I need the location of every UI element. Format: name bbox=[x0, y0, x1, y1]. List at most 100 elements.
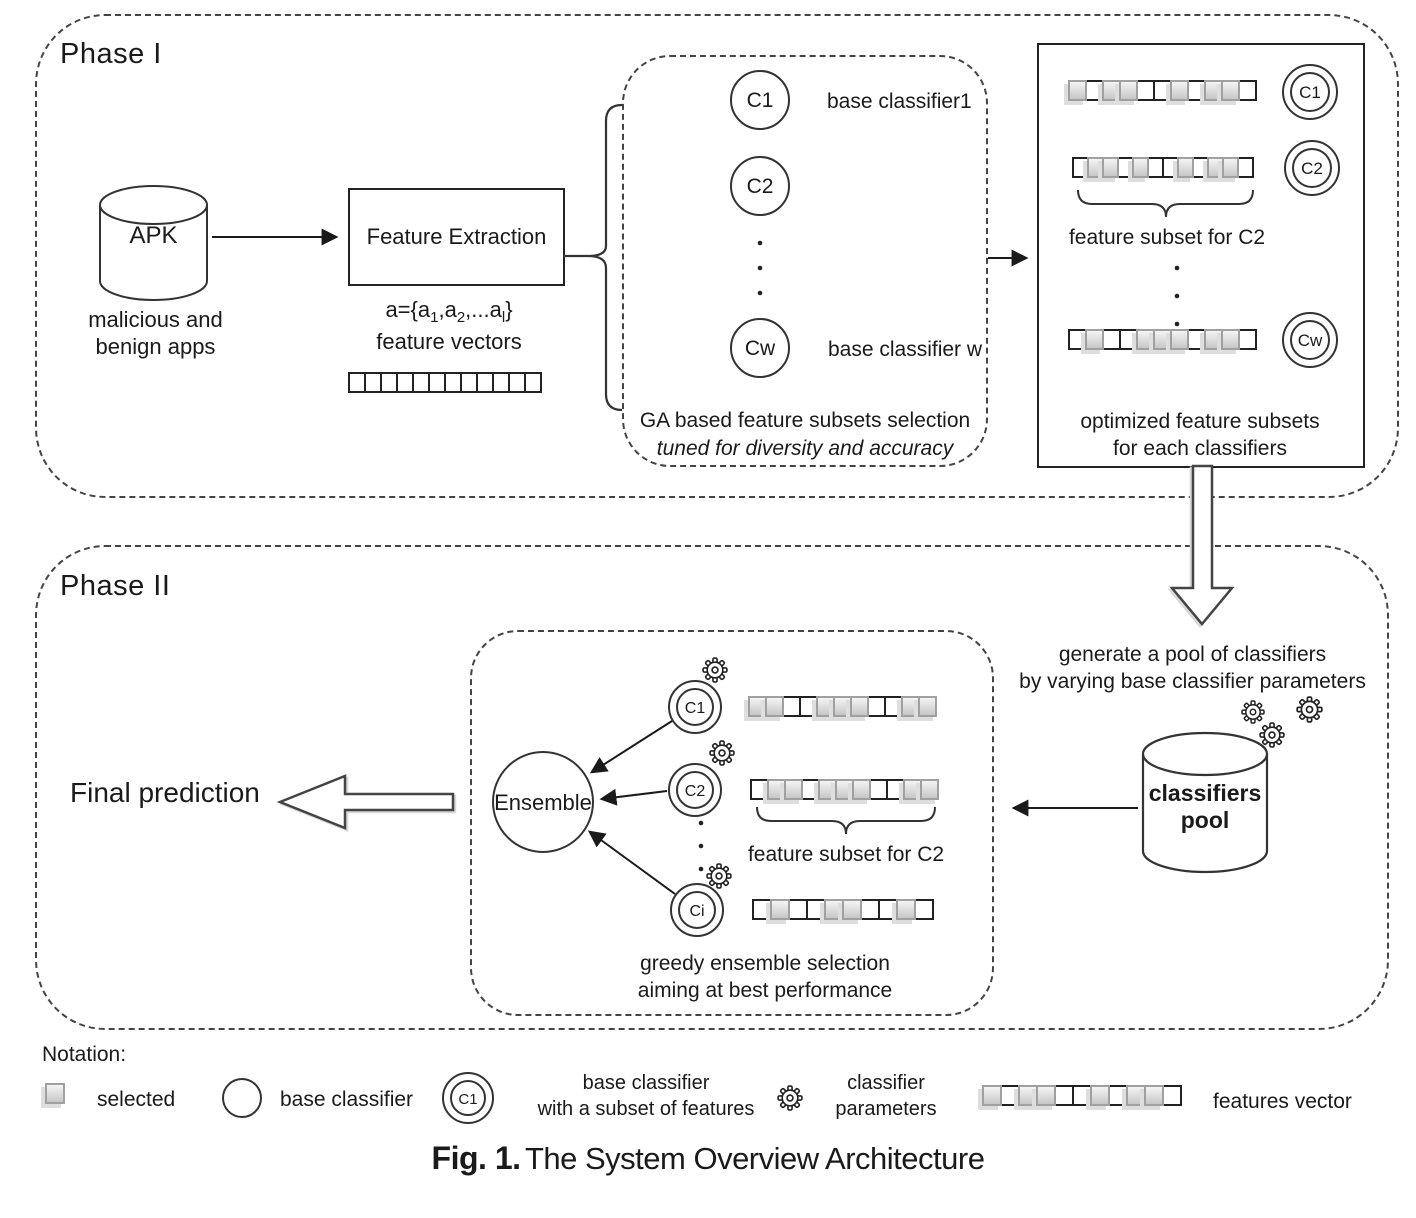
selected-feature-cell bbox=[1126, 1085, 1146, 1106]
pool-label-line1: classifiers bbox=[1149, 780, 1262, 806]
ga-vertical-ellipsis bbox=[757, 240, 763, 296]
feature-cell bbox=[1162, 1085, 1182, 1106]
feature-cell bbox=[1000, 1085, 1020, 1106]
subset-c2-brace-label: feature subset for C2 bbox=[1068, 226, 1266, 249]
selected-feature-cell bbox=[765, 696, 784, 717]
ga-cw-label: Cw bbox=[745, 337, 776, 360]
apk-caption: malicious and benign apps bbox=[58, 306, 253, 360]
ga-c1-label: C1 bbox=[747, 89, 774, 112]
phase1-box bbox=[35, 14, 1399, 498]
legend-params-label: classifier parameters bbox=[835, 1072, 937, 1120]
arrows-to-ensemble bbox=[587, 720, 676, 895]
feature-vector-formula: a={a1,a2,...al} bbox=[385, 297, 513, 326]
legend-subset-classifier-label: base classifier with a subset of feature… bbox=[537, 1072, 755, 1120]
selected-feature-cell bbox=[982, 1085, 1002, 1106]
figure-caption-title: The System Overview Architecture bbox=[524, 1141, 985, 1176]
feature-cell bbox=[1108, 1085, 1128, 1106]
selection-classifier-circles bbox=[668, 680, 724, 937]
legend-subset-classifier-circle bbox=[442, 1072, 494, 1124]
selected-feature-cell bbox=[45, 1083, 65, 1104]
selection-c1-label: C1 bbox=[685, 700, 706, 717]
ensemble-label: Ensemble bbox=[494, 790, 592, 815]
selected-feature-cell bbox=[1102, 157, 1119, 178]
apk-caption-line2: benign apps bbox=[95, 334, 216, 359]
legend-selected-square bbox=[45, 1083, 65, 1104]
selected-feature-cell bbox=[896, 899, 916, 920]
feature-extraction-box: Feature Extraction bbox=[348, 188, 565, 286]
feature-vector-subset-c2 bbox=[1072, 157, 1254, 178]
feature-cell bbox=[1238, 80, 1257, 101]
selected-feature-cell bbox=[770, 899, 790, 920]
feature-cell bbox=[914, 899, 934, 920]
phase1-label: Phase I bbox=[60, 38, 162, 70]
selected-feature-cell bbox=[1090, 1085, 1110, 1106]
gear-icon bbox=[1241, 700, 1265, 724]
final-prediction-label: Final prediction bbox=[70, 777, 260, 808]
selected-feature-cell bbox=[852, 779, 871, 800]
selected-feature-cell bbox=[1036, 1085, 1056, 1106]
selected-feature-cell bbox=[1170, 80, 1189, 101]
phase2-box bbox=[35, 545, 1389, 1030]
legend-base-classifier-label: base classifier bbox=[280, 1088, 414, 1111]
feature-vector-selection-c2 bbox=[750, 779, 939, 800]
brace-subset-c2-phase2 bbox=[756, 806, 936, 835]
selected-feature-cell bbox=[920, 779, 939, 800]
selection-ci-label: Ci bbox=[689, 903, 704, 920]
selected-feature-cell bbox=[1132, 157, 1149, 178]
feature-cell bbox=[1238, 329, 1257, 350]
pool-note: generate a pool of classifiers by varyin… bbox=[1019, 643, 1366, 693]
legend-features-vector bbox=[982, 1085, 1182, 1106]
subsets-caption: optimized feature subsets for each class… bbox=[1080, 410, 1320, 460]
base-classifier-w-label: base classifier w bbox=[828, 338, 983, 361]
selected-feature-cell bbox=[1018, 1085, 1038, 1106]
selected-feature-cell bbox=[824, 899, 844, 920]
ga-classifier-circles bbox=[730, 70, 790, 378]
feature-cell bbox=[860, 899, 880, 920]
selection-vertical-ellipsis bbox=[698, 820, 704, 872]
ga-c2-label: C2 bbox=[747, 175, 774, 198]
gear-icon bbox=[706, 863, 732, 889]
feature-vector-selection-c1 bbox=[748, 696, 937, 717]
selected-feature-cell bbox=[1221, 329, 1240, 350]
subset-classifier-circles bbox=[1282, 64, 1340, 368]
subset-c2-label: C2 bbox=[1301, 159, 1323, 178]
selected-feature-cell bbox=[1177, 157, 1194, 178]
subset-c1-label: C1 bbox=[1299, 83, 1321, 102]
feature-cell bbox=[1072, 1085, 1092, 1106]
figure-caption: Fig. 1. The System Overview Architecture bbox=[0, 1140, 1416, 1177]
feature-cell bbox=[878, 899, 898, 920]
brace-subset-c2-phase1 bbox=[1077, 189, 1254, 218]
ga-caption: GA based feature subsets selection bbox=[639, 409, 971, 432]
selected-feature-cell bbox=[850, 696, 869, 717]
selection-c2-brace-label: feature subset for C2 bbox=[747, 843, 945, 866]
legend-title: Notation: bbox=[42, 1043, 127, 1066]
legend-selected-label: selected bbox=[97, 1088, 176, 1111]
feature-vector-empty bbox=[348, 372, 542, 393]
pool-label-line2: pool bbox=[1181, 807, 1230, 833]
feature-cell bbox=[788, 899, 808, 920]
feature-vector-subset-cw bbox=[1068, 329, 1257, 350]
selected-feature-cell bbox=[784, 779, 803, 800]
subsets-vertical-ellipsis bbox=[1174, 265, 1180, 327]
feature-vectors-label: feature vectors bbox=[376, 329, 522, 354]
feature-cell bbox=[806, 899, 826, 920]
ensemble-circle bbox=[492, 751, 594, 853]
subset-cw-label: Cw bbox=[1298, 331, 1323, 350]
ga-selection-box bbox=[622, 55, 988, 467]
classifiers-pool-cylinder bbox=[1141, 731, 1269, 874]
feature-cell bbox=[1054, 1085, 1074, 1106]
figure-caption-number: Fig. 1. bbox=[431, 1140, 521, 1176]
gear-icon bbox=[1259, 722, 1285, 748]
base-classifier1-label: base classifier1 bbox=[827, 90, 972, 113]
legend-subset-classifier-id: C1 bbox=[458, 1091, 477, 1108]
block-arrow-down bbox=[1169, 464, 1235, 626]
selected-feature-cell bbox=[842, 899, 862, 920]
apk-database-cylinder bbox=[99, 185, 208, 301]
selected-feature-cell bbox=[1085, 329, 1104, 350]
gear-icon bbox=[777, 1085, 803, 1111]
selected-feature-cell bbox=[1221, 80, 1240, 101]
selected-feature-cell bbox=[1119, 80, 1138, 101]
gear-icon bbox=[702, 657, 728, 683]
